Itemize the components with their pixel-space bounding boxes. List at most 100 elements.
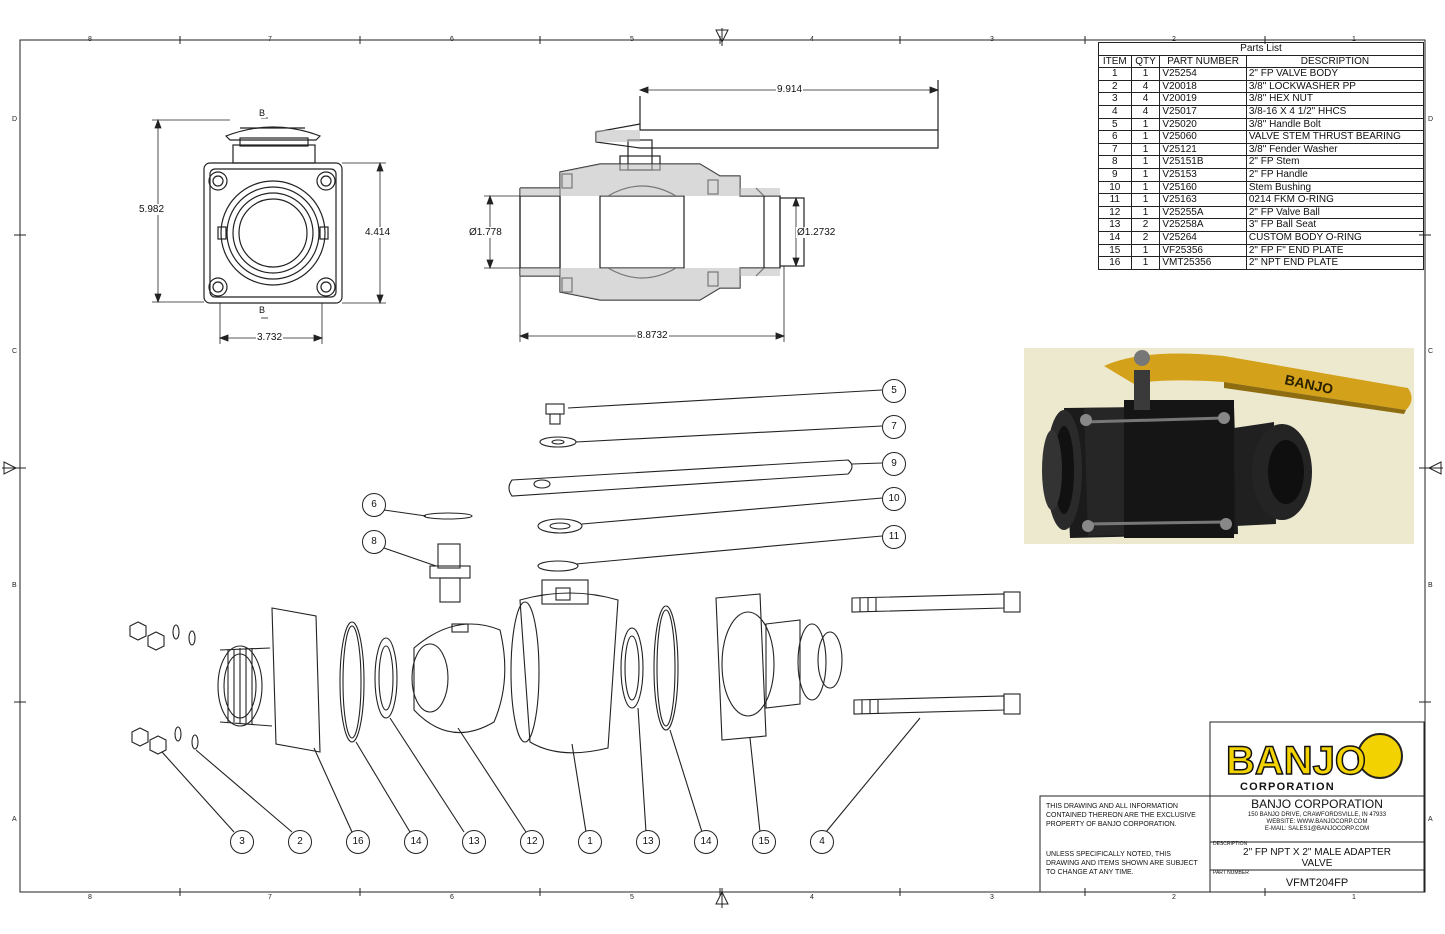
body-oring-left <box>339 621 365 743</box>
parts-cell-part-number: VF25356 <box>1159 243 1247 258</box>
tb-description-1: 2" FP NPT X 2" MALE ADAPTER <box>1243 847 1391 858</box>
handle-shape <box>508 459 853 497</box>
parts-cell-item: 12 <box>1098 205 1132 220</box>
section-dimensions <box>484 86 940 342</box>
centering-marks <box>2 28 1443 908</box>
parts-cell-qty: 1 <box>1130 205 1161 220</box>
parts-cell-qty: 1 <box>1130 193 1161 207</box>
tb-desc-label: DESCRIPTION <box>1213 841 1248 847</box>
parts-cell-part-number: V25121 <box>1159 142 1247 157</box>
banjo-logo: BANJO CORPORATION <box>1222 730 1412 794</box>
dim-flange-height: 4.414 <box>364 227 392 238</box>
parts-header-qty: QTY <box>1130 54 1161 69</box>
parts-cell-description: 2" FP Valve Ball <box>1245 205 1425 220</box>
parts-cell-qty: 1 <box>1130 155 1161 169</box>
parts-cell-qty: 1 <box>1130 130 1161 144</box>
callout-14-left: 14 <box>404 830 428 854</box>
zone-row-b-right: B <box>1428 582 1433 589</box>
zone-col-3-top: 3 <box>990 36 994 43</box>
dim-inlet-diameter: Ø1.778 <box>468 227 503 238</box>
bolt-lower <box>853 695 1005 715</box>
callout-1: 1 <box>578 830 602 854</box>
zone-col-4-top: 4 <box>810 36 814 43</box>
parts-cell-item: 6 <box>1098 130 1132 144</box>
zone-col-3-bottom: 3 <box>990 894 994 901</box>
parts-cell-item: 13 <box>1098 218 1132 232</box>
parts-cell-part-number: V25017 <box>1159 104 1247 119</box>
callout-15: 15 <box>752 830 776 854</box>
dim-handle-length: 9.914 <box>776 84 804 95</box>
parts-header-part-number: PART NUMBER <box>1159 54 1247 69</box>
parts-cell-part-number: V25264 <box>1159 230 1247 245</box>
callout-2: 2 <box>288 830 312 854</box>
tb-company: BANJO CORPORATION <box>1251 797 1383 811</box>
callout-5: 5 <box>882 379 906 403</box>
parts-cell-part-number: V25163 <box>1159 193 1247 207</box>
parts-list-table: Parts List ITEM QTY PART NUMBER DESCRIPT… <box>1098 42 1425 270</box>
parts-cell-qty: 1 <box>1130 180 1161 195</box>
callout-8: 8 <box>362 530 386 554</box>
zone-row-a-left: A <box>12 816 17 823</box>
zone-row-d-right: D <box>1428 116 1434 123</box>
callout-16: 16 <box>346 830 370 854</box>
parts-cell-description: 3/8" LOCKWASHER PP <box>1245 79 1425 94</box>
tb-description-2: VALVE <box>1301 858 1333 869</box>
parts-cell-description: 3/8" Handle Bolt <box>1245 117 1425 132</box>
parts-cell-qty: 1 <box>1130 243 1161 258</box>
parts-cell-description: 3/8" HEX NUT <box>1245 92 1425 106</box>
tb-website: WEBSITE: WWW.BANJOCORP.COM <box>1266 819 1368 825</box>
stem-shape <box>437 543 461 569</box>
parts-cell-description: 2" FP Handle <box>1245 167 1425 182</box>
parts-cell-part-number: V25160 <box>1159 180 1247 195</box>
parts-cell-qty: 1 <box>1130 117 1161 132</box>
parts-cell-part-number: V25254 <box>1159 67 1247 81</box>
valve-photo-render: BANJO <box>1042 350 1412 538</box>
parts-cell-item: 15 <box>1098 243 1132 258</box>
parts-cell-item: 16 <box>1098 256 1132 270</box>
end-view-dimensions <box>152 117 386 344</box>
parts-cell-qty: 2 <box>1130 230 1161 245</box>
zone-row-c-right: C <box>1428 348 1434 355</box>
parts-cell-qty: 1 <box>1130 167 1161 182</box>
callout-13-right: 13 <box>636 830 660 854</box>
callout-6: 6 <box>362 493 386 517</box>
parts-cell-part-number: V20018 <box>1159 79 1247 94</box>
zone-col-7-top: 7 <box>268 36 272 43</box>
parts-cell-part-number: V25258A <box>1159 218 1247 232</box>
logo-text: BANJO <box>1226 739 1366 783</box>
zone-col-8-top: 8 <box>88 36 92 43</box>
parts-cell-item: 7 <box>1098 142 1132 157</box>
zone-col-1-top: 1 <box>1352 36 1356 43</box>
parts-cell-item: 4 <box>1098 104 1132 119</box>
parts-cell-qty: 4 <box>1130 79 1161 94</box>
dim-end-view-height: 5.982 <box>138 204 166 215</box>
parts-cell-item: 14 <box>1098 230 1132 245</box>
tb-part-number: VFMT204FP <box>1285 877 1349 889</box>
dim-flange-width: 3.732 <box>256 332 284 343</box>
zone-col-6-top: 6 <box>450 36 454 43</box>
callout-3: 3 <box>230 830 254 854</box>
parts-cell-qty: 4 <box>1130 92 1161 106</box>
tb-email: E-MAIL: SALES1@BANJOCORP.COM <box>1264 826 1370 832</box>
logo-circle-icon <box>1357 733 1403 779</box>
zone-col-1-bottom: 1 <box>1352 894 1356 901</box>
zone-row-c-left: C <box>12 348 18 355</box>
parts-cell-part-number: V25153 <box>1159 167 1247 182</box>
callout-7: 7 <box>882 415 906 439</box>
zone-col-4-bottom: 4 <box>810 894 814 901</box>
parts-cell-description: 2" FP Stem <box>1245 155 1425 169</box>
parts-cell-description: 2" FP F" END PLATE <box>1245 243 1425 258</box>
parts-cell-item: 11 <box>1098 193 1132 207</box>
parts-cell-description: 3/8" Fender Washer <box>1245 142 1425 157</box>
valve-photo: BANJO <box>1024 348 1414 544</box>
